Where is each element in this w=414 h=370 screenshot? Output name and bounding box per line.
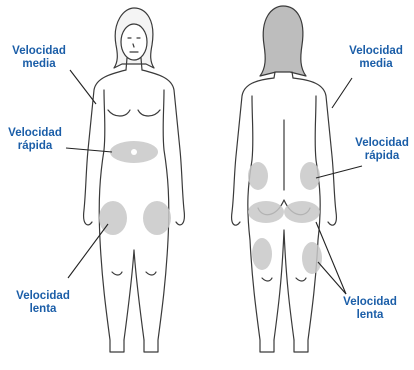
front-injection-zones — [99, 141, 171, 235]
back-right-thigh-zone — [302, 242, 322, 274]
label-front-lenta: Velocidad lenta — [7, 290, 79, 316]
front-right-thigh-zone — [143, 201, 171, 235]
label-back-media: Velocidad media — [338, 45, 414, 71]
leader-back-rapida — [316, 166, 362, 178]
back-left-flank-zone — [248, 162, 268, 190]
back-right-flank-zone — [300, 162, 320, 190]
back-left-buttock-zone — [248, 201, 284, 223]
leader-back-lenta-2 — [318, 262, 346, 294]
leader-front-media — [70, 70, 96, 104]
back-right-buttock-zone — [284, 201, 320, 223]
label-back-rapida: Velocidad rápida — [350, 137, 414, 163]
label-front-rapida: Velocidad rápida — [3, 127, 67, 153]
back-body-figure — [232, 6, 337, 352]
leader-front-rapida — [66, 148, 112, 152]
leader-back-media — [332, 78, 352, 108]
label-back-lenta: Velocidad lenta — [334, 296, 406, 322]
label-front-media: Velocidad media — [5, 45, 73, 71]
front-body-figure — [84, 8, 185, 352]
back-left-thigh-zone — [252, 238, 272, 270]
